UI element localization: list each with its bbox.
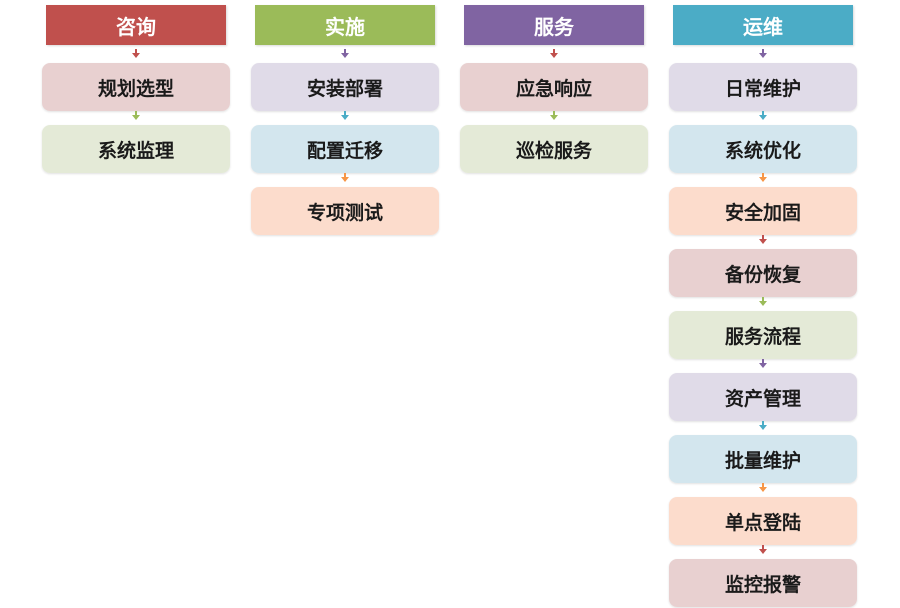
service-item: 监控报警: [669, 559, 857, 607]
flow-arrow-icon: [759, 297, 767, 307]
flow-arrow-icon: [550, 111, 558, 121]
service-item: 专项测试: [251, 187, 439, 235]
flow-arrow-icon: [341, 49, 349, 59]
flow-arrow-icon: [759, 483, 767, 493]
service-item: 系统优化: [669, 125, 857, 173]
column-header: 运维: [673, 5, 853, 45]
flow-arrow-icon: [759, 545, 767, 555]
flow-arrow-icon: [341, 111, 349, 121]
column-header: 咨询: [46, 5, 226, 45]
service-item: 安全加固: [669, 187, 857, 235]
service-item: 资产管理: [669, 373, 857, 421]
service-item: 备份恢复: [669, 249, 857, 297]
flow-arrow-icon: [759, 421, 767, 431]
flow-arrow-icon: [550, 49, 558, 59]
flow-arrow-icon: [341, 173, 349, 183]
flow-arrow-icon: [759, 111, 767, 121]
flow-arrow-icon: [759, 49, 767, 59]
service-item: 巡检服务: [460, 125, 648, 173]
flow-arrow-icon: [759, 173, 767, 183]
flow-arrow-icon: [132, 111, 140, 121]
service-item: 规划选型: [42, 63, 230, 111]
service-item: 应急响应: [460, 63, 648, 111]
column-header: 服务: [464, 5, 644, 45]
service-item: 服务流程: [669, 311, 857, 359]
service-item: 批量维护: [669, 435, 857, 483]
service-item: 日常维护: [669, 63, 857, 111]
flow-arrow-icon: [759, 235, 767, 245]
service-item: 配置迁移: [251, 125, 439, 173]
flow-arrow-icon: [132, 49, 140, 59]
flow-arrow-icon: [759, 359, 767, 369]
service-item: 单点登陆: [669, 497, 857, 545]
column-header: 实施: [255, 5, 435, 45]
service-item: 安装部署: [251, 63, 439, 111]
service-item: 系统监理: [42, 125, 230, 173]
